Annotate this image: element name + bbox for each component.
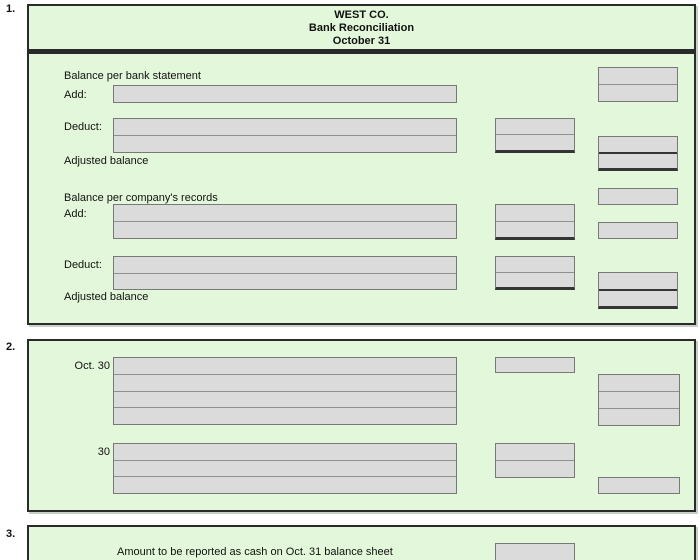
- cell-company-add-total[interactable]: [598, 222, 678, 239]
- field-company-add-item-1[interactable]: [114, 205, 456, 222]
- item-number-3: 3.: [6, 528, 16, 540]
- cell-bank-deduct-total[interactable]: [599, 137, 677, 154]
- cash-report-panel: [27, 525, 696, 560]
- bank-add-label: Add:: [64, 89, 87, 101]
- company-name: WEST CO.: [334, 9, 389, 21]
- cell-entry2-debit-2[interactable]: [496, 461, 574, 477]
- amount-box-company-deduct: [495, 256, 575, 290]
- item-number-1: 1.: [6, 3, 16, 15]
- report-title: Bank Reconciliation: [308, 22, 415, 34]
- bank-balance-label: Balance per bank statement: [64, 70, 201, 82]
- field-entry2-lines: [113, 443, 457, 494]
- field-bank-add-item[interactable]: [113, 85, 457, 103]
- cell-company-adjusted-balance[interactable]: [599, 291, 677, 307]
- amount-box-entry1-credits: [598, 374, 680, 426]
- company-deduct-label: Deduct:: [64, 259, 102, 271]
- field-entry1-line-2[interactable]: [114, 375, 456, 392]
- cell-company-deduct-total[interactable]: [599, 273, 677, 291]
- field-company-deduct-items: [113, 256, 457, 290]
- cell-entry1-debit-amount[interactable]: [495, 357, 575, 373]
- cell-bank-adjusted-balance[interactable]: [599, 154, 677, 169]
- amount-box-bank-adjusted: [598, 136, 678, 171]
- cell-entry1-credit-2[interactable]: [599, 392, 679, 409]
- cell-bank-balance-amount[interactable]: [599, 68, 677, 85]
- cell-entry1-credit-1[interactable]: [599, 375, 679, 392]
- cell-bank-deduct-amount-2[interactable]: [496, 135, 574, 150]
- bank-deduct-label: Deduct:: [64, 121, 102, 133]
- entry2-date-label: 30: [97, 446, 110, 458]
- item-number-2: 2.: [6, 341, 16, 353]
- amount-box-entry2-debits: [495, 443, 575, 478]
- amount-box-company-adjusted: [598, 272, 678, 309]
- cell-cash-report-amount[interactable]: [495, 543, 575, 560]
- field-company-add-item-2[interactable]: [114, 222, 456, 238]
- cell-entry2-credit-amount[interactable]: [598, 477, 680, 494]
- cell-company-add-amount-2[interactable]: [496, 222, 574, 238]
- cell-entry1-credit-3[interactable]: [599, 409, 679, 425]
- entry1-date-label: Oct. 30: [74, 360, 110, 372]
- cell-company-deduct-amount-1[interactable]: [496, 257, 574, 273]
- company-add-label: Add:: [64, 208, 87, 220]
- cell-bank-deduct-amount-1[interactable]: [496, 119, 574, 135]
- company-adjusted-label: Adjusted balance: [64, 291, 149, 303]
- cash-report-prompt: Amount to be reported as cash on Oct. 31…: [117, 546, 393, 558]
- field-company-add-items: [113, 204, 457, 239]
- field-entry2-line-2[interactable]: [114, 461, 456, 478]
- amount-box-bank-balance-add: [598, 67, 678, 102]
- field-entry2-line-3[interactable]: [114, 477, 456, 493]
- field-bank-deduct-item-2[interactable]: [114, 136, 456, 152]
- reconciliation-header-panel: WEST CO. Bank Reconciliation October 31: [27, 4, 696, 52]
- cell-bank-add-amount[interactable]: [599, 85, 677, 101]
- bank-adjusted-label: Adjusted balance: [64, 155, 149, 167]
- field-entry1-line-4[interactable]: [114, 408, 456, 424]
- field-bank-deduct-items: [113, 118, 457, 153]
- field-bank-deduct-item-1[interactable]: [114, 119, 456, 136]
- field-company-deduct-item-2[interactable]: [114, 274, 456, 290]
- amount-box-company-add: [495, 204, 575, 240]
- cell-entry2-debit-1[interactable]: [496, 444, 574, 461]
- field-entry1-line-3[interactable]: [114, 392, 456, 409]
- cell-company-deduct-amount-2[interactable]: [496, 273, 574, 288]
- cell-company-balance-amount[interactable]: [598, 188, 678, 205]
- field-entry1-line-1[interactable]: [114, 358, 456, 375]
- amount-box-bank-deduct: [495, 118, 575, 153]
- report-date: October 31: [332, 35, 391, 47]
- field-entry2-line-1[interactable]: [114, 444, 456, 461]
- field-entry1-lines: [113, 357, 457, 425]
- cell-company-add-amount-1[interactable]: [496, 205, 574, 222]
- company-balance-label: Balance per company's records: [64, 192, 218, 204]
- field-company-deduct-item-1[interactable]: [114, 257, 456, 274]
